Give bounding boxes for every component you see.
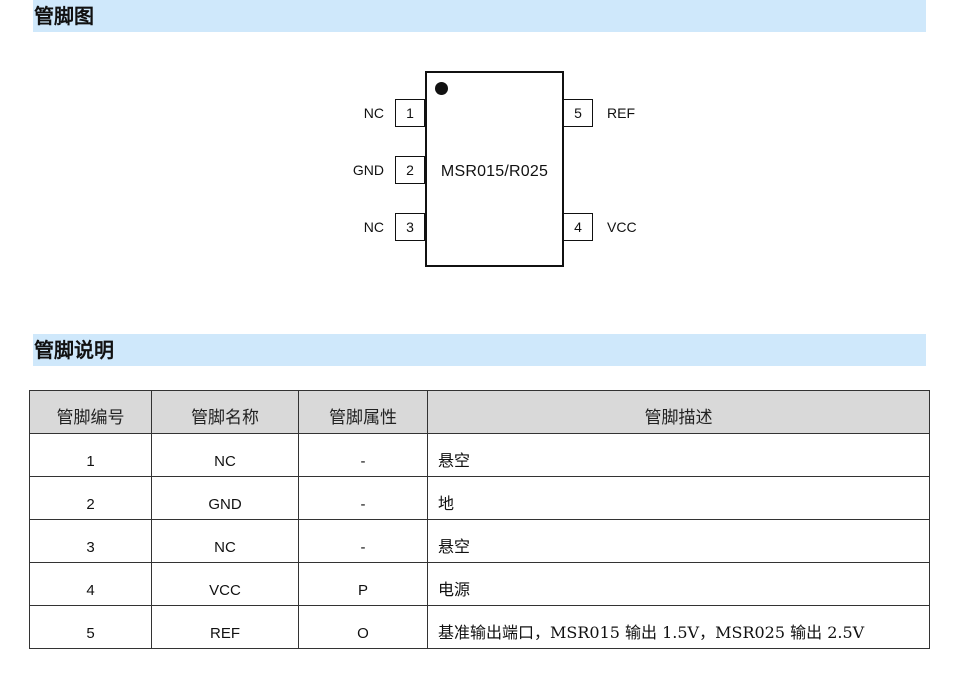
pin-label: GND <box>352 162 384 178</box>
pin-label: NC <box>363 105 384 121</box>
pin-desc-cell: 基准输出端口，MSR015 输出 1.5V，MSR025 输出 2.5V <box>427 605 930 649</box>
pin-number-box: 2 <box>395 156 425 184</box>
pin-number-cell: 2 <box>29 476 152 520</box>
column-header: 管脚属性 <box>298 390 428 434</box>
section-header-pin-diagram: 管脚图 <box>33 0 926 32</box>
pin-number-cell: 1 <box>29 433 152 477</box>
pin-number-cell: 5 <box>29 605 152 649</box>
pin-attr-cell: O <box>298 605 428 649</box>
pin-desc-cell: 悬空 <box>427 519 930 563</box>
pin-name-cell: GND <box>151 476 299 520</box>
section-title: 管脚说明 <box>34 338 114 362</box>
pin-label: NC <box>363 219 384 235</box>
section-title: 管脚图 <box>34 4 94 28</box>
pin-attr-cell: P <box>298 562 428 606</box>
column-header: 管脚描述 <box>427 390 930 434</box>
table-row: 1 NC - 悬空 <box>29 433 930 477</box>
column-header: 管脚编号 <box>29 390 152 434</box>
pin-table: 管脚编号 管脚名称 管脚属性 管脚描述 1 NC - 悬空 2 GND - 地 … <box>29 390 930 649</box>
pin-name-cell: VCC <box>151 562 299 606</box>
pin-label: VCC <box>607 219 637 235</box>
table-row: 3 NC - 悬空 <box>29 519 930 563</box>
table-row: 2 GND - 地 <box>29 476 930 520</box>
pin-name-cell: NC <box>151 433 299 477</box>
pin-number-box: 1 <box>395 99 425 127</box>
chip-body: MSR015/R025 <box>425 71 564 267</box>
pin-desc-cell: 悬空 <box>427 433 930 477</box>
table-header-row: 管脚编号 管脚名称 管脚属性 管脚描述 <box>29 390 930 434</box>
pin-number-box: 3 <box>395 213 425 241</box>
column-header: 管脚名称 <box>151 390 299 434</box>
pin-name-cell: REF <box>151 605 299 649</box>
pin-attr-cell: - <box>298 519 428 563</box>
pin-number-box: 4 <box>563 213 593 241</box>
table-row: 4 VCC P 电源 <box>29 562 930 606</box>
chip-name: MSR015/R025 <box>440 163 549 180</box>
pin-attr-cell: - <box>298 433 428 477</box>
pin-desc-cell: 电源 <box>427 562 930 606</box>
pin1-marker-dot <box>435 82 448 95</box>
pin-number-cell: 3 <box>29 519 152 563</box>
pin-label: REF <box>607 105 635 121</box>
section-header-pin-description: 管脚说明 <box>33 334 926 366</box>
table-row: 5 REF O 基准输出端口，MSR015 输出 1.5V，MSR025 输出 … <box>29 605 930 649</box>
pin-number-cell: 4 <box>29 562 152 606</box>
pin-desc-cell: 地 <box>427 476 930 520</box>
pin-number-box: 5 <box>563 99 593 127</box>
pin-attr-cell: - <box>298 476 428 520</box>
pin-name-cell: NC <box>151 519 299 563</box>
